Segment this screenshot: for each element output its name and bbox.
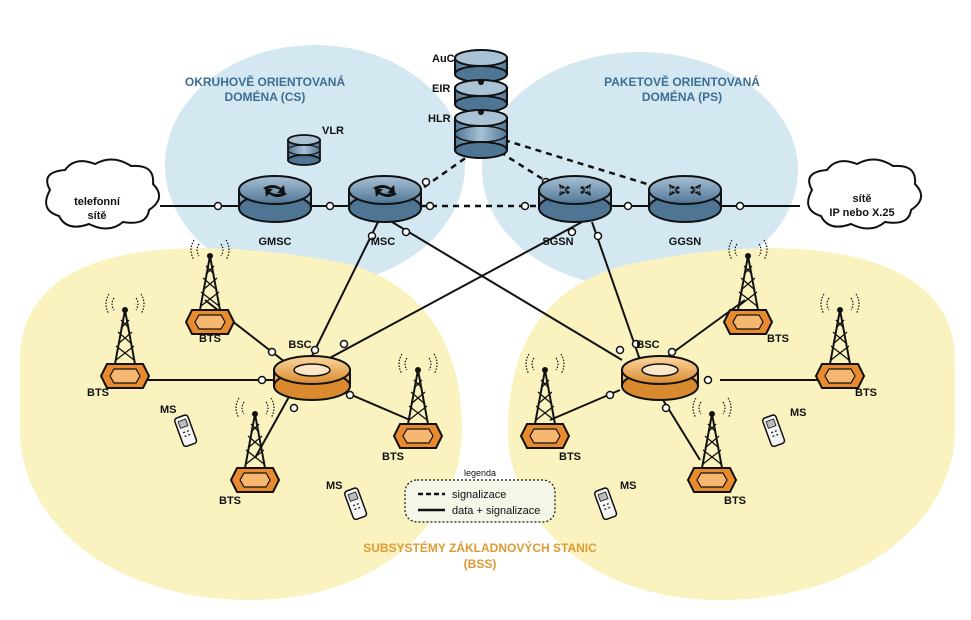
bts-label: BTS: [219, 495, 241, 507]
data-signaling-links: [140, 205, 822, 461]
ip-network-cloud: [807, 158, 922, 230]
legend-title: legenda: [464, 468, 496, 478]
bsc-left-label: BSC: [288, 339, 311, 351]
ms-label: MS: [620, 480, 637, 492]
auc-label: AuC: [432, 53, 455, 65]
telephone-cloud-label-line2: sítě: [88, 210, 107, 222]
connector-dots: [213, 177, 745, 413]
vlr-label: VLR: [322, 125, 344, 137]
telephone-network-cloud: [45, 158, 160, 230]
ggsn-label: GGSN: [669, 236, 701, 248]
bts-label: BTS: [87, 387, 109, 399]
ms-label: MS: [790, 407, 807, 419]
eir-database-icon: [454, 79, 508, 113]
telephone-cloud-label-line1: telefonní: [74, 196, 121, 208]
bts-label: BTS: [382, 451, 404, 463]
ps-domain-area: [482, 52, 798, 288]
bts-label: BTS: [199, 333, 221, 345]
legend-dashed-label: signalizace: [452, 489, 506, 501]
msc-router-icon: [348, 175, 422, 223]
auc-database-icon: [454, 49, 508, 83]
cs-domain-title-line1: OKRUHOVĚ ORIENTOVANÁ: [185, 74, 346, 89]
ms-label: MS: [160, 404, 177, 416]
hlr-database-icon: [454, 109, 508, 159]
bts-label: BTS: [724, 495, 746, 507]
ps-domain-title-line2: DOMÉNA (PS): [642, 89, 722, 104]
msc-label: MSC: [371, 236, 396, 248]
ip-cloud-label-line2: IP nebo X.25: [829, 207, 894, 219]
ip-cloud-label-line1: sítě: [853, 193, 872, 205]
bts-label: BTS: [767, 333, 789, 345]
bss-right-area: [508, 248, 955, 601]
ggsn-router-icon: [648, 175, 722, 223]
bts-label: BTS: [559, 451, 581, 463]
gmsc-router-icon: [238, 175, 312, 223]
sgsn-router-icon: [538, 175, 612, 223]
gmsc-label: GMSC: [259, 236, 292, 248]
hlr-label: HLR: [428, 113, 451, 125]
ps-domain-title-line1: PAKETOVĚ ORIENTOVANÁ: [604, 74, 760, 89]
bts-label: BTS: [855, 387, 877, 399]
cs-domain-area: [165, 45, 465, 285]
sgsn-label: SGSN: [542, 236, 573, 248]
bss-title-line1: SUBSYSTÉMY ZÁKLADNOVÝCH STANIC: [363, 540, 597, 555]
vlr-database-icon: [287, 134, 321, 166]
legend: legenda signalizace data + signalizace: [404, 468, 556, 523]
bss-title-line2: (BSS): [464, 557, 497, 571]
cs-domain-title-line2: DOMÉNA (CS): [225, 89, 306, 104]
eir-label: EIR: [432, 83, 450, 95]
ms-label: MS: [326, 480, 343, 492]
bsc-right-label: BSC: [636, 339, 659, 351]
database-stack: [454, 49, 508, 159]
legend-solid-label: data + signalizace: [452, 505, 540, 517]
bsc-left-icon: [273, 355, 351, 401]
bsc-right-icon: [621, 355, 699, 401]
